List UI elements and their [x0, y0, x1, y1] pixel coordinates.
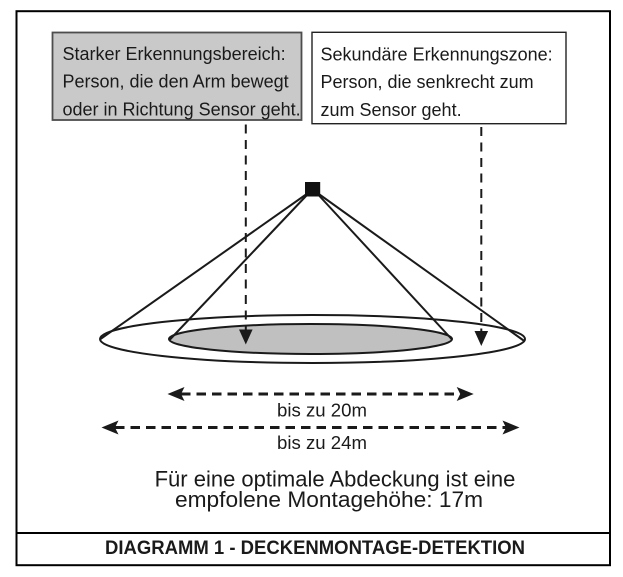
svg-text:Person, die den Arm bewegt: Person, die den Arm bewegt [63, 72, 289, 92]
svg-text:DIAGRAMM 1 - DECKENMONTAGE-DET: DIAGRAMM 1 - DECKENMONTAGE-DETEKTION [105, 537, 525, 559]
svg-text:Starker Erkennungsbereich:: Starker Erkennungsbereich: [63, 44, 286, 64]
svg-text:Person, die senkrecht zum: Person, die senkrecht zum [321, 72, 534, 92]
svg-text:Sekundäre Erkennungszone:: Sekundäre Erkennungszone: [321, 45, 553, 65]
svg-text:Für eine optimale Abdeckung is: Für eine optimale Abdeckung ist eine [155, 467, 516, 492]
svg-text:empfolene Montagehöhe: 17m: empfolene Montagehöhe: 17m [175, 487, 483, 512]
svg-text:zum Sensor geht.: zum Sensor geht. [321, 100, 462, 120]
svg-text:bis zu 24m: bis zu 24m [277, 432, 367, 453]
svg-text:oder in Richtung Sensor geht.: oder in Richtung Sensor geht. [63, 99, 301, 119]
svg-text:bis zu 20m: bis zu 20m [277, 400, 367, 421]
